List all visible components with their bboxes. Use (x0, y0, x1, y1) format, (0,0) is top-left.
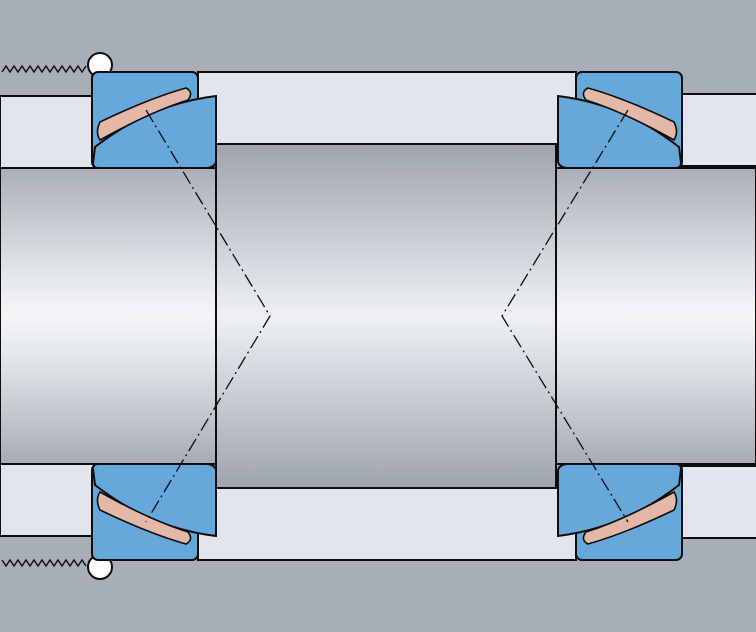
cover-band-bottom-right (677, 465, 756, 539)
locknut-band-bottom-left (0, 463, 97, 537)
locknut-thread-icon (1, 64, 87, 74)
bearing-top-left-icon (91, 71, 217, 169)
bearing-bottom-left-icon (91, 463, 217, 561)
bearing-bottom-right-icon (557, 463, 683, 561)
housing-bore-top (197, 71, 577, 145)
contact-lines (145, 109, 629, 523)
spacer-sleeve (215, 143, 557, 489)
housing-bore-bottom (197, 487, 577, 561)
bearing-top-right-icon (557, 71, 683, 169)
cover-band-top-right (677, 93, 756, 167)
locknut-thread-bottom (1, 558, 87, 568)
locknut-band-top-left (0, 95, 97, 169)
contact-line-right (501, 109, 629, 523)
contact-line-left (145, 109, 271, 523)
